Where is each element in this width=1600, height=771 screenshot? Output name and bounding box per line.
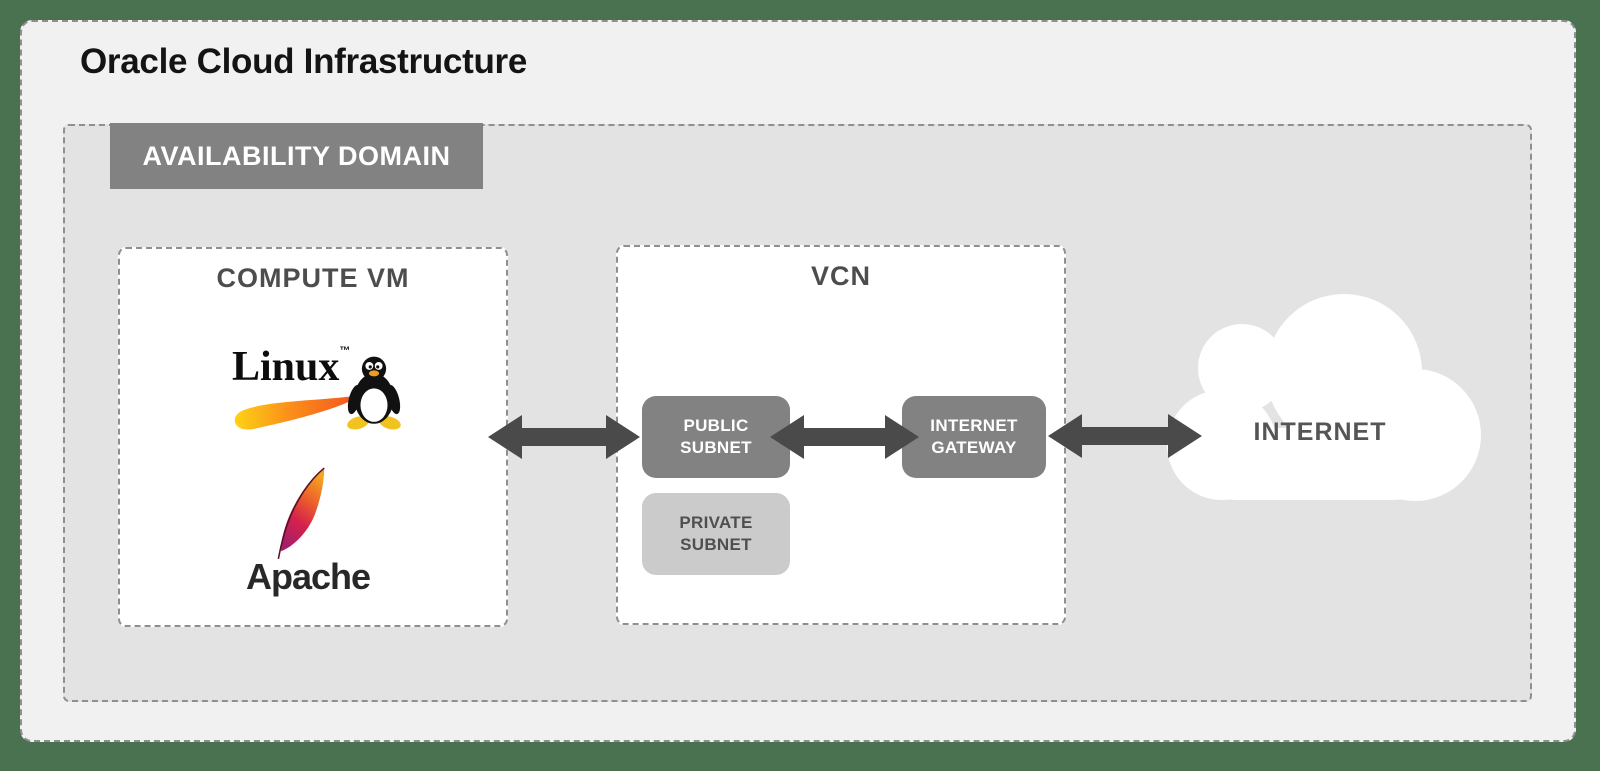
compute-vm-box: COMPUTE VM (118, 247, 508, 627)
availability-domain-label: AVAILABILITY DOMAIN (110, 123, 483, 189)
compute-vm-title: COMPUTE VM (216, 263, 410, 293)
internet-gateway-label: INTERNET GATEWAY (930, 416, 1018, 457)
apache-logo: Apache (240, 462, 376, 597)
private-subnet-label: PRIVATE SUBNET (679, 513, 753, 554)
internet-gateway-box: INTERNET GATEWAY (902, 396, 1046, 478)
arrow-subnet-to-gateway-icon (770, 415, 919, 459)
arrow-gateway-to-internet-icon (1048, 414, 1202, 458)
linux-trademark-symbol: ™ (339, 345, 351, 357)
internet-cloud-icon (1167, 294, 1481, 501)
private-subnet-box: PRIVATE SUBNET (642, 493, 790, 575)
tux-penguin-icon (347, 356, 401, 430)
internet-label: INTERNET (1253, 418, 1387, 446)
diagram-title: Oracle Cloud Infrastructure (80, 42, 528, 81)
apache-wordmark: Apache (245, 556, 371, 597)
linux-wordmark: Linux™ (232, 344, 351, 390)
linux-orange-swoosh-icon (234, 395, 362, 430)
linux-logo: Linux™ (230, 346, 402, 434)
public-subnet-box: PUBLIC SUBNET (642, 396, 790, 478)
arrow-compute-to-subnet-icon (488, 415, 640, 459)
public-subnet-label: PUBLIC SUBNET (680, 416, 752, 457)
apache-feather-icon (277, 467, 325, 560)
vcn-title: VCN (810, 261, 871, 291)
